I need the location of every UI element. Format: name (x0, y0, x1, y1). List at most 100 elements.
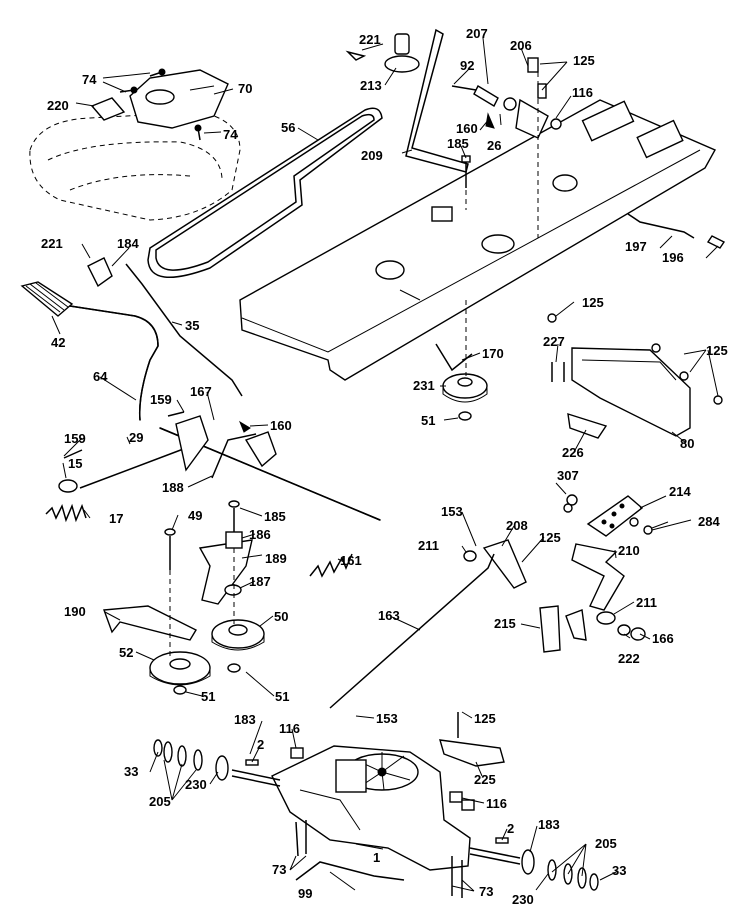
nut-51 (173, 411, 472, 695)
spacer-186 (225, 531, 243, 549)
label-56: 56 (281, 120, 295, 135)
label-159: 159 (150, 392, 172, 407)
label-29: 29 (129, 430, 143, 445)
bracket-225 (439, 712, 505, 767)
label-227: 227 (543, 334, 565, 349)
label-183: 183 (234, 712, 256, 727)
label-17: 17 (109, 511, 123, 526)
label-206: 206 (510, 38, 532, 53)
label-125: 125 (706, 343, 728, 358)
label-222: 222 (618, 651, 640, 666)
label-33: 33 (124, 764, 138, 779)
label-125: 125 (573, 53, 595, 68)
bolt-49 (164, 528, 176, 570)
label-221: 221 (41, 236, 63, 251)
label-307: 307 (557, 468, 579, 483)
clip-221 (345, 50, 367, 61)
pulley-50 (211, 619, 265, 651)
label-49: 49 (188, 508, 202, 523)
label-230: 230 (185, 777, 207, 792)
pedal-215 (539, 605, 587, 653)
rod-163 (329, 553, 495, 709)
clip-184 (87, 257, 113, 288)
bracket-226 (567, 412, 608, 439)
label-125: 125 (474, 711, 496, 726)
screws-125-227 (547, 313, 723, 405)
label-190: 190 (64, 604, 86, 619)
label-42: 42 (51, 335, 65, 350)
label-74: 74 (223, 127, 238, 142)
bolts-73 (295, 820, 463, 898)
label-208: 208 (506, 518, 528, 533)
cross-shaft-29 (79, 415, 381, 521)
seat-outline (29, 111, 241, 221)
spring-161 (309, 553, 353, 578)
label-161: 161 (340, 553, 362, 568)
plate-80 (571, 347, 691, 437)
pulley-231 (442, 373, 488, 403)
screw-74 (119, 68, 202, 141)
label-205: 205 (595, 836, 617, 851)
bolt-185a (461, 155, 471, 188)
knob-213 (384, 33, 420, 73)
label-211: 211 (636, 595, 657, 610)
key-2 (245, 759, 509, 844)
label-185: 185 (264, 509, 286, 524)
idler-arm-170 (435, 343, 473, 372)
part-labels: 221 213 207 206 125 92 74 70 220 74 56 1… (41, 26, 728, 906)
pulley-52 (149, 651, 211, 686)
guide-190 (103, 605, 197, 641)
label-196: 196 (662, 250, 684, 265)
label-50: 50 (274, 609, 288, 624)
frame (239, 99, 716, 381)
label-73: 73 (272, 862, 286, 877)
label-33: 33 (612, 863, 626, 878)
label-220: 220 (47, 98, 69, 113)
bracket-189 (198, 539, 253, 605)
label-70: 70 (238, 81, 252, 96)
label-215: 215 (494, 616, 516, 631)
transaxle-1 (271, 745, 471, 871)
label-211: 211 (418, 538, 439, 553)
pedal-210 (571, 543, 625, 611)
label-153: 153 (376, 711, 398, 726)
label-51: 51 (421, 413, 435, 428)
drive-belt-56 (147, 107, 383, 279)
rod-188 (211, 433, 257, 479)
label-51: 51 (275, 689, 289, 704)
rod-99 (295, 861, 405, 881)
label-187: 187 (249, 574, 271, 589)
label-183: 183 (538, 817, 560, 832)
label-2: 2 (257, 737, 264, 752)
label-221: 221 (359, 32, 381, 47)
label-167: 167 (190, 384, 212, 399)
label-160: 160 (456, 121, 478, 136)
bolt-307 (563, 494, 578, 513)
label-205: 205 (149, 794, 171, 809)
label-166: 166 (652, 631, 674, 646)
label-207: 207 (466, 26, 488, 41)
label-116: 116 (279, 721, 300, 736)
label-163: 163 (378, 608, 400, 623)
dash-panel-70 (129, 69, 229, 129)
label-125: 125 (582, 295, 604, 310)
nut-284 (629, 517, 653, 535)
label-184: 184 (117, 236, 139, 251)
cover-220 (90, 97, 126, 121)
label-116: 116 (572, 85, 593, 100)
label-185: 185 (447, 136, 469, 151)
linkage-208 (482, 539, 527, 589)
label-186: 186 (249, 527, 271, 542)
label-92: 92 (460, 58, 474, 73)
label-160: 160 (270, 418, 292, 433)
label-214: 214 (669, 484, 691, 499)
bushings-211-222-166 (463, 550, 646, 641)
label-170: 170 (482, 346, 504, 361)
label-51: 51 (201, 689, 215, 704)
label-1: 1 (373, 850, 380, 865)
spring-17 (45, 503, 87, 523)
label-153: 153 (441, 504, 463, 519)
label-213: 213 (360, 78, 382, 93)
label-2: 2 (507, 821, 514, 836)
label-116: 116 (486, 796, 507, 811)
